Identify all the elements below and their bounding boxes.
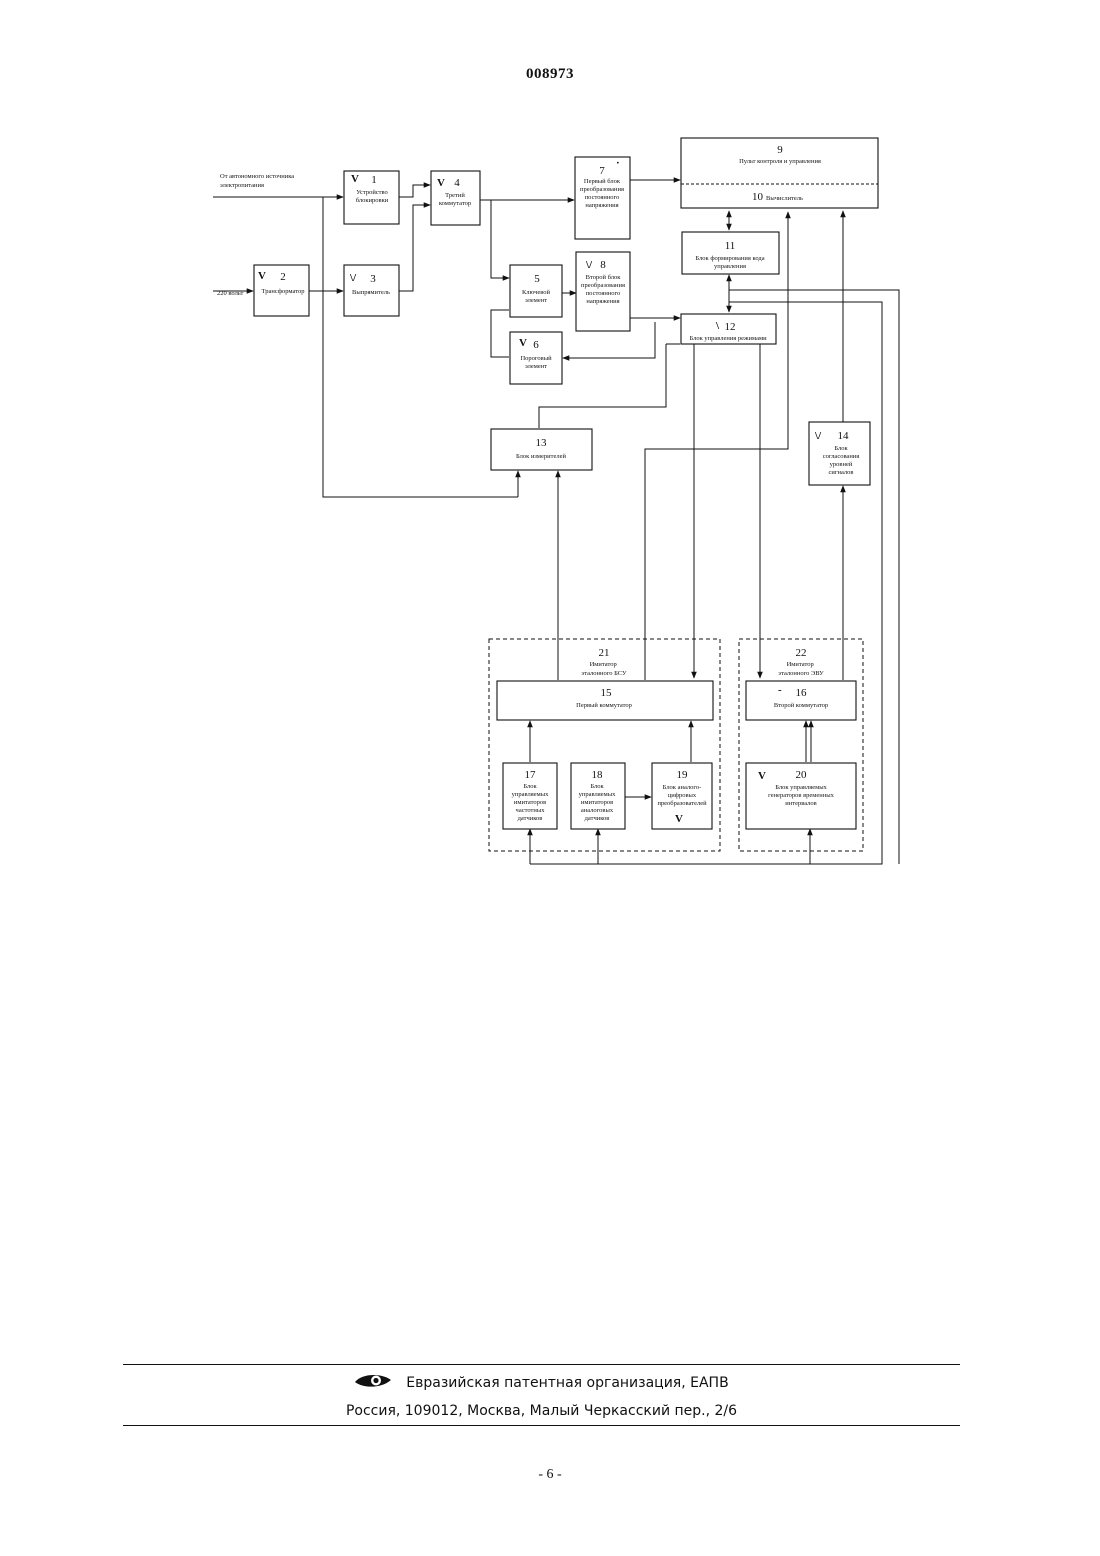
block-5-key-element: 5 Ключевойэлемент <box>510 265 562 317</box>
svg-text:4: 4 <box>454 177 460 189</box>
svg-text:-: - <box>778 684 782 696</box>
svg-text:Выпрямитель: Выпрямитель <box>352 289 390 296</box>
svg-text:13: 13 <box>536 437 548 449</box>
block-8-second-dc-converter: \/ 8 Второй блокпреобразованияпостоянног… <box>576 252 630 331</box>
svg-text:V: V <box>351 173 359 185</box>
block-6-threshold-element: V 6 Пороговыйэлемент <box>510 332 562 384</box>
svg-text:2: 2 <box>280 271 286 283</box>
svg-text:11: 11 <box>725 240 736 252</box>
block-7-first-dc-converter: 7 · Первый блокпреобразованияпостоянного… <box>575 157 630 239</box>
svg-text:3: 3 <box>370 273 376 285</box>
block-11-control-code-former: 11 Блок формирования кодауправления <box>682 232 779 274</box>
svg-text:V: V <box>675 813 683 825</box>
svg-text:10: 10 <box>752 191 764 203</box>
svg-text:Первый блокпреобразованияпосто: Первый блокпреобразованияпостоянногонапр… <box>580 178 624 209</box>
block-15-first-switch: 15 Первый коммутатор <box>497 681 713 720</box>
footer-rule-top <box>123 1364 960 1365</box>
svg-text:Второй коммутатор: Второй коммутатор <box>774 702 828 709</box>
block-19-adc: 19 Блок аналого-цифровыхпреобразователей… <box>652 763 712 829</box>
svg-text:5: 5 <box>534 273 540 285</box>
footer-org-name: Евразийская патентная организация, ЕАПВ <box>406 1375 728 1391</box>
svg-text:14: 14 <box>838 430 850 442</box>
svg-text:Блок измерителей: Блок измерителей <box>516 453 566 460</box>
page-number: - 6 - <box>0 1467 1100 1483</box>
block-13-meters: 13 Блок измерителей <box>491 429 592 470</box>
svg-text:9: 9 <box>777 144 783 156</box>
svg-text:8: 8 <box>600 259 606 271</box>
svg-text:Вычислитель: Вычислитель <box>766 195 803 202</box>
svg-text:Первый коммутатор: Первый коммутатор <box>576 702 632 709</box>
svg-text:Ключевойэлемент: Ключевойэлемент <box>522 289 551 304</box>
block-12-mode-control: \ 12 Блок управления режимами <box>681 314 776 344</box>
svg-text:19: 19 <box>677 769 689 781</box>
block-diagram: От автономного источника электропитания … <box>0 0 1100 900</box>
svg-text:15: 15 <box>601 687 613 699</box>
svg-text:17: 17 <box>525 769 537 781</box>
svg-text:\/: \/ <box>349 272 357 284</box>
block-18-analog-sensor-simulators: 18 Блокуправляемыхимитаторованалоговыхда… <box>571 763 625 829</box>
svg-text:Второй блокпреобразованияпосто: Второй блокпреобразованияпостоянногонапр… <box>581 274 625 305</box>
svg-text:12: 12 <box>725 321 736 333</box>
svg-text:7: 7 <box>599 165 605 177</box>
svg-text:Трансформатор: Трансформатор <box>262 288 305 295</box>
svg-text:1: 1 <box>371 174 377 186</box>
block-4-third-switch: V 4 Третийкоммутатор <box>431 171 480 225</box>
block-16-second-switch: - 16 Второй коммутатор <box>746 681 856 720</box>
footer-address: Россия, 109012, Москва, Малый Черкасский… <box>123 1403 960 1419</box>
svg-text:16: 16 <box>796 687 808 699</box>
svg-text:Имитатор эталонного БСУ: Имитатор эталонного БСУ <box>581 661 627 677</box>
block-2-transformer: V 2 Трансформатор <box>254 265 309 316</box>
block-17-frequency-sensor-simulators: 17 Блокуправляемыхимитаторовчастотныхдат… <box>503 763 557 829</box>
svg-text:21: 21 <box>599 647 610 659</box>
block-3-rectifier: \/ 3 Выпрямитель <box>344 265 399 316</box>
svg-text:\/: \/ <box>585 259 593 271</box>
svg-text:V: V <box>258 270 266 282</box>
block-1-lock-device: V 1 Устройствоблокировки <box>344 171 399 224</box>
svg-text:6: 6 <box>533 339 539 351</box>
input-label-autonomous-source: От автономного источника электропитания <box>220 173 296 189</box>
svg-text:Устройствоблокировки: Устройствоблокировки <box>356 189 389 204</box>
svg-text:Пульт контроля и управления: Пульт контроля и управления <box>739 158 821 165</box>
svg-text:18: 18 <box>592 769 604 781</box>
svg-text:V: V <box>758 770 766 782</box>
eapo-logo-icon <box>354 1372 392 1394</box>
svg-text:20: 20 <box>796 769 808 781</box>
svg-text:\/: \/ <box>814 430 822 442</box>
block-14-signal-level-matcher: \/ 14 Блоксогласованияуровнейсигналов <box>809 422 870 485</box>
svg-text:Блок управления режимами: Блок управления режимами <box>689 335 767 342</box>
svg-text:·: · <box>616 157 620 169</box>
footer-organization: Евразийская патентная организация, ЕАПВ <box>123 1372 960 1394</box>
block-20-time-interval-generators: V 20 Блок управляемыхгенераторов временн… <box>746 763 856 829</box>
svg-text:22: 22 <box>796 647 807 659</box>
svg-text:V: V <box>519 337 527 349</box>
svg-text:V: V <box>437 177 445 189</box>
footer-rule-bottom <box>123 1425 960 1426</box>
svg-text:Имитатор эталонного ЭВУ: Имитатор эталонного ЭВУ <box>778 661 824 677</box>
